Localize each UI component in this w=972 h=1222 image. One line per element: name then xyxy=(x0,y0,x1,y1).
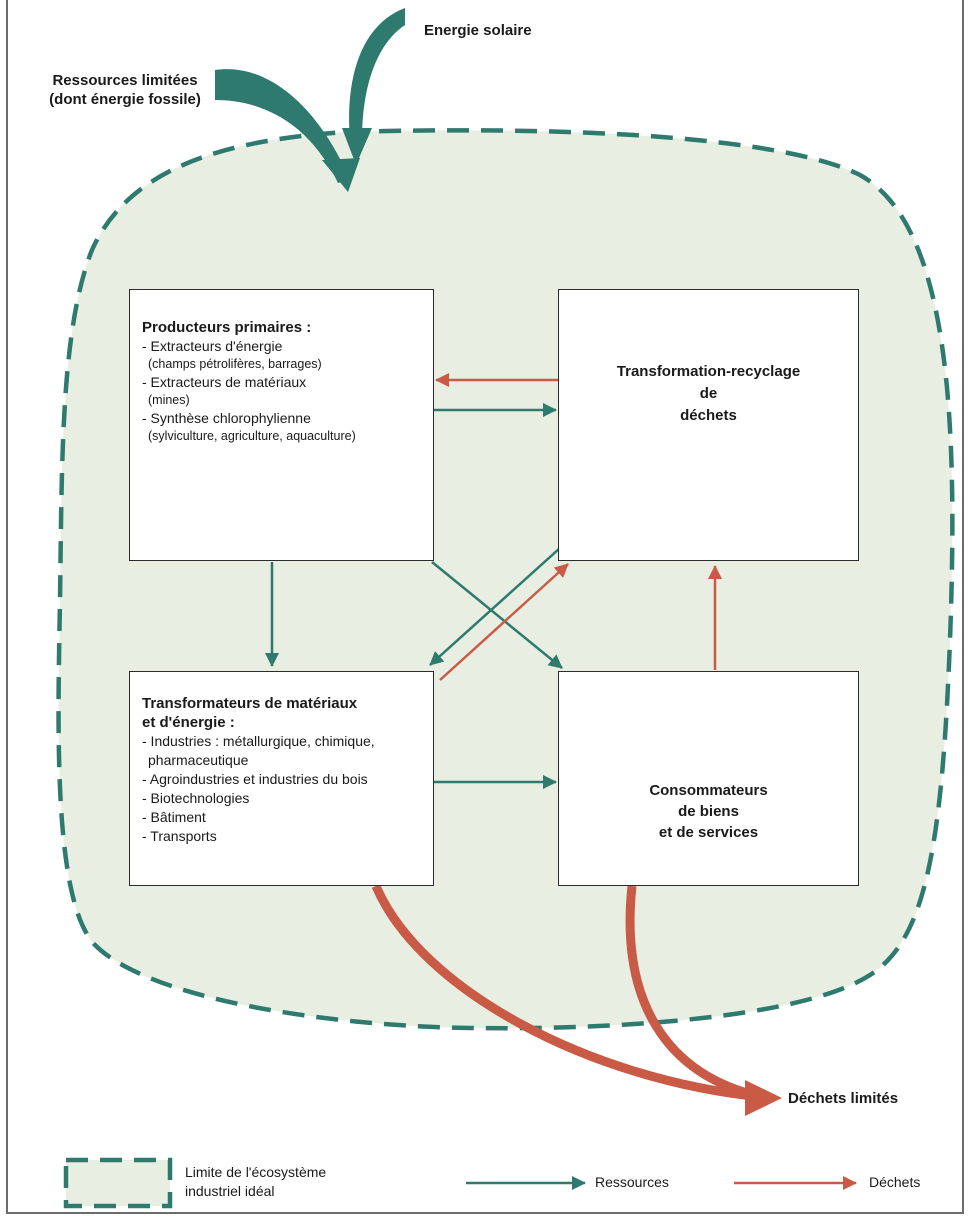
recycling-title-line1: Transformation-recyclage xyxy=(616,363,801,380)
box-primary-producers: Producteurs primaires : - Extracteurs d'… xyxy=(129,289,434,561)
arrow-recycling-to-transformers-resource xyxy=(429,547,561,666)
limited-resources-line1: Ressources limitées xyxy=(52,72,198,89)
figure-frame xyxy=(6,0,964,1214)
primary-producers-item: (champs pétrolifères, barrages) xyxy=(148,357,322,371)
transformers-title-line1: Transformateurs de matériaux xyxy=(142,695,358,712)
primary-producers-title: Producteurs primaires : xyxy=(142,319,312,336)
waste-output-consumers xyxy=(625,885,763,1102)
legend-resources-label: Ressources xyxy=(595,1174,669,1190)
box-transformers: Transformateurs de matériaux et d'énergi… xyxy=(129,671,434,886)
arrow-producers-to-consumers-resource xyxy=(431,561,563,669)
recycling-title-line2: de xyxy=(699,385,718,402)
transformers-item: - Bâtiment xyxy=(142,809,206,825)
legend-ecosystem-line2: industriel idéal xyxy=(185,1183,275,1199)
ecosystem-boundary xyxy=(56,128,955,1031)
consumers-title-line3: et de services xyxy=(658,824,759,841)
limited-resources-label: Ressources limitées (dont énergie fossil… xyxy=(36,71,214,109)
transformers-item: pharmaceutique xyxy=(148,752,249,768)
transformers-item: - Biotechnologies xyxy=(142,790,250,806)
arrow-transformers-to-recycling-waste xyxy=(439,563,569,681)
solar-energy-arrow xyxy=(349,8,405,140)
legend-ecosystem-line1: Limite de l'écosystème xyxy=(185,1164,327,1180)
box-recycling: Transformation-recyclage de déchets xyxy=(558,289,859,561)
primary-producers-item: - Synthèse chlorophylienne xyxy=(142,410,311,426)
transformers-item: - Industries : métallurgique, chimique, xyxy=(142,733,375,749)
legend-ecosystem-swatch xyxy=(63,1157,173,1209)
limited-waste-label: Déchets limités xyxy=(788,1090,899,1107)
limited-resources-line2: (dont énergie fossile) xyxy=(49,91,201,108)
waste-output-arrowhead xyxy=(745,1080,782,1116)
primary-producers-item: - Extracteurs de matériaux xyxy=(142,374,307,390)
consumers-title-line1: Consommateurs xyxy=(649,782,768,799)
box-consumers: Consommateurs de biens et de services xyxy=(558,671,859,886)
waste-output-transformers xyxy=(371,884,763,1102)
transformers-item: - Agroindustries et industries du bois xyxy=(142,771,368,787)
solar-energy-arrowhead xyxy=(342,128,372,165)
legend-ecosystem-label: Limite de l'écosystème industriel idéal xyxy=(185,1163,326,1201)
legend-waste-label: Déchets xyxy=(869,1174,921,1190)
primary-producers-item: (mines) xyxy=(148,393,190,407)
primary-producers-item: (sylviculture, agriculture, aquaculture) xyxy=(148,429,356,443)
transformers-title-line2: et d'énergie : xyxy=(142,714,235,731)
recycling-title-line3: déchets xyxy=(680,407,737,424)
consumers-title-line2: de biens xyxy=(678,803,739,820)
transformers-item: - Transports xyxy=(142,828,217,844)
primary-producers-item: - Extracteurs d'énergie xyxy=(142,338,283,354)
solar-energy-label: Energie solaire xyxy=(424,22,532,39)
limited-resources-arrowhead xyxy=(322,158,360,192)
limited-resources-arrow xyxy=(215,69,350,183)
